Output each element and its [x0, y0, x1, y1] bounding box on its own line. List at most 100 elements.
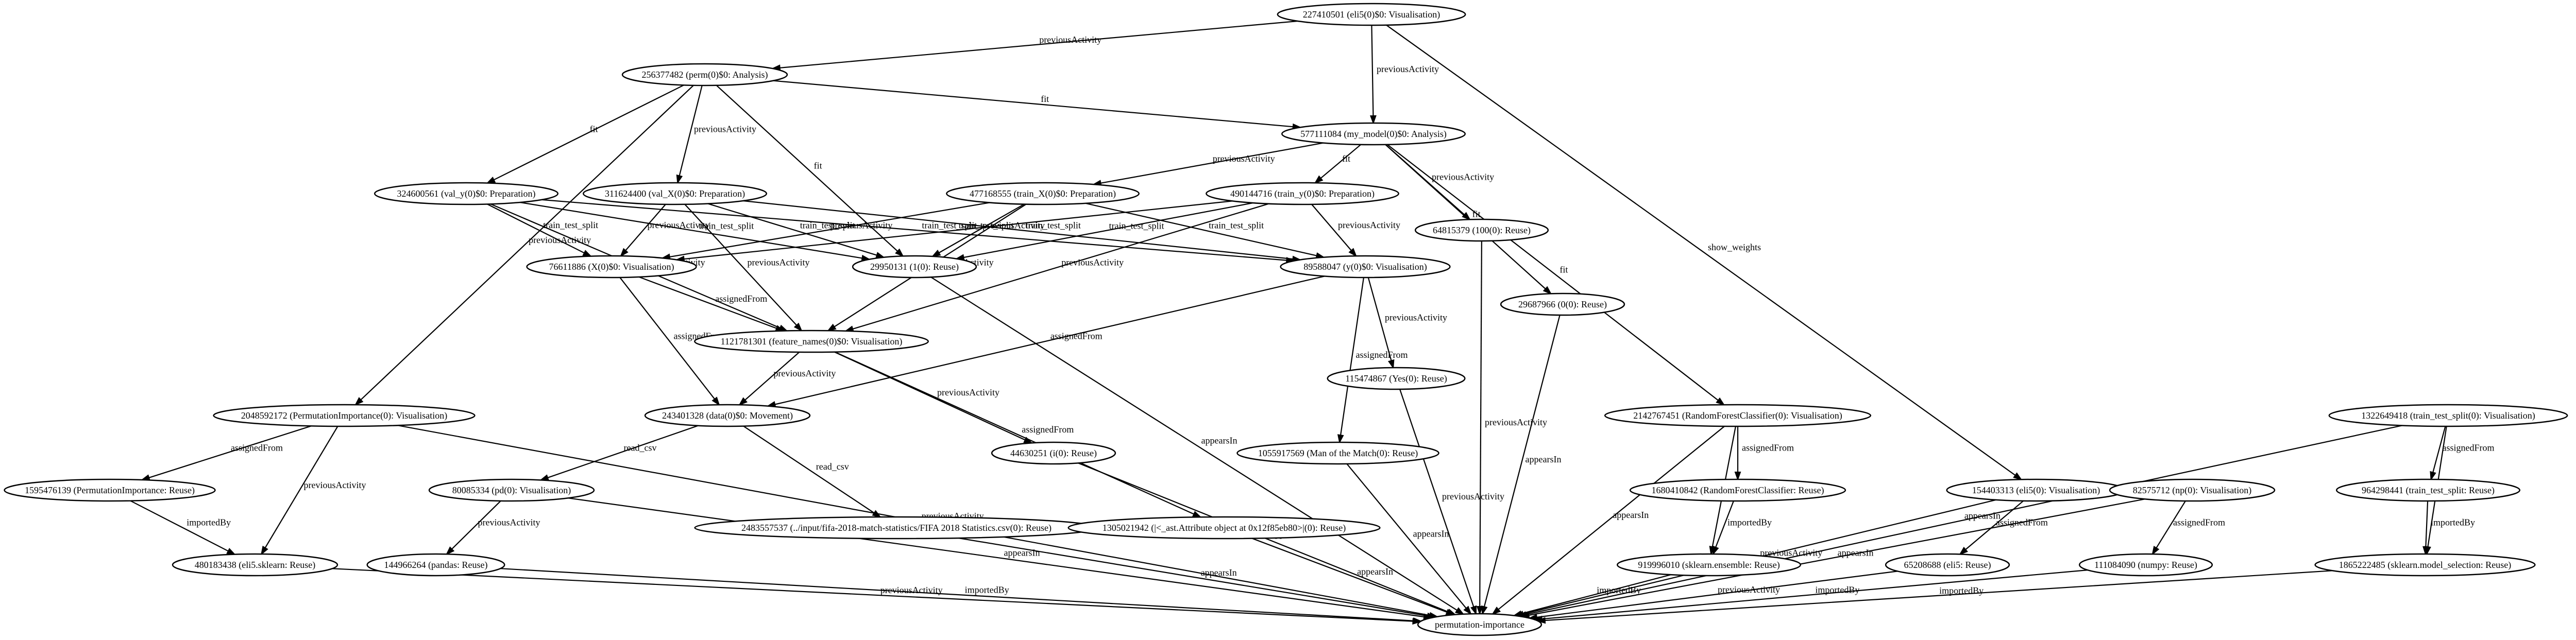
edge-label: appearsIn	[1201, 567, 1237, 578]
node-ellipse	[2109, 478, 2276, 502]
edge-label: train_test_split	[699, 220, 754, 231]
edge-label: read_csv	[624, 443, 657, 453]
node-label: 44630251 (i(0): Reuse)	[1010, 448, 1097, 459]
edge-label: previousActivity	[937, 387, 999, 397]
edge-line	[1100, 142, 1324, 184]
graph-edge: assignedFrom	[140, 425, 312, 481]
node-ellipse	[2336, 478, 2520, 502]
edge-line	[1525, 425, 2402, 615]
edge-line	[1367, 277, 1392, 361]
edge-line	[487, 203, 585, 254]
node-label: 115474867 (Yes(0): Reuse)	[1345, 373, 1447, 384]
arrowhead	[738, 397, 748, 406]
graph-edge: appearsIn	[1491, 426, 1725, 615]
graph-edge: importedBy	[1533, 569, 2088, 622]
edge-line	[1340, 277, 1364, 436]
arrowhead	[1369, 115, 1377, 125]
edge-line	[779, 20, 1298, 68]
node-ellipse	[428, 478, 595, 502]
edge-label: fit	[1041, 94, 1049, 104]
edge-line	[958, 537, 1428, 617]
edge-line	[1385, 144, 1546, 289]
graph-edge: previousActivity	[354, 85, 694, 406]
edge-label: fit	[1342, 153, 1350, 164]
edge-line	[1521, 574, 1671, 615]
node-label: 89588047 (y(0)$0: Visualisation)	[1303, 262, 1427, 272]
graph-edge: fit	[486, 84, 684, 184]
graph-edge: importedBy	[1713, 500, 1772, 556]
edge-line	[707, 203, 877, 256]
graph-edge: assignedFrom	[2151, 500, 2225, 556]
edge-line	[494, 84, 684, 181]
edge-label: train_test_split	[959, 220, 1014, 231]
arrowhead	[260, 545, 268, 556]
node-ellipse	[1327, 367, 1466, 390]
graph-edge: assignedFrom	[1959, 500, 2048, 556]
graph-edge: previousActivity	[660, 202, 990, 261]
node-ellipse	[1500, 292, 1625, 316]
arrowhead	[354, 397, 364, 406]
edge-line	[1387, 144, 1719, 401]
graph-node: 964298441 (train_test_split: Reuse)	[2336, 478, 2520, 502]
graph-node: permutation-importance	[1417, 613, 1543, 636]
graph-edge: show_weights	[1386, 24, 2023, 481]
node-ellipse	[172, 553, 338, 577]
graph-edge: assignedFrom	[638, 276, 785, 332]
arrowhead	[1713, 545, 1719, 556]
edge-label: previousActivity	[1061, 257, 1124, 267]
edge-line	[360, 85, 694, 401]
graph-node: 1305021942 (|<_ast.Attribute object at 0…	[1067, 516, 1381, 540]
node-label: 243401328 (data(0)$0: Movement)	[662, 410, 793, 421]
edge-line	[938, 203, 1025, 253]
arrowhead	[445, 546, 455, 556]
node-ellipse	[644, 404, 811, 427]
edge-label: importedBy	[2431, 517, 2475, 528]
node-label: 1055917569 (Man of the Match(0): Reuse)	[1258, 448, 1418, 459]
arrowhead	[1481, 605, 1488, 615]
graph-node: 89588047 (y(0)$0: Visualisation)	[1280, 255, 1451, 279]
graph-edge: previousActivity	[445, 500, 540, 556]
edge-label: appearsIn	[1004, 548, 1040, 558]
node-ellipse	[1067, 516, 1381, 540]
graph-edge: previousActivity	[1399, 389, 1504, 615]
node-layer: 227410501 (eli5(0)$0: Visualisation)2563…	[4, 3, 2568, 636]
arrowhead	[1959, 546, 1968, 556]
graph-edge: assignedFrom	[766, 275, 1325, 408]
arrowhead	[2422, 546, 2429, 556]
arrowhead	[582, 250, 592, 257]
edge-label: appearsIn	[1413, 529, 1449, 539]
edge-label: appearsIn	[1613, 510, 1649, 520]
graph-node: 44630251 (i(0): Reuse)	[991, 441, 1116, 465]
arrowhead	[1314, 175, 1324, 184]
graph-edge: previousActivity	[738, 352, 836, 406]
graph-edge: train_test_split	[541, 199, 1296, 264]
graph-node: 82575712 (np(0): Visualisation)	[2109, 478, 2276, 502]
edge-label: importedBy	[1939, 585, 1984, 596]
edge-label: previousActivity	[1338, 220, 1400, 230]
edge-label: read_csv	[816, 461, 849, 472]
graph-edge: previousActivity	[1311, 204, 1400, 257]
arrowhead	[1348, 248, 1358, 257]
node-ellipse	[1277, 3, 1466, 26]
graph-node: 577111084 (my_model(0)$0: Analysis)	[1281, 122, 1466, 146]
edge-label: previousActivity	[1760, 547, 1822, 558]
node-label: 490144716 (train_y(0)$0: Preparation)	[1230, 188, 1375, 199]
node-label: 1322649418 (train_test_split(0): Visuali…	[2361, 410, 2535, 421]
edge-line	[130, 500, 229, 552]
edge-label: show_weights	[1708, 242, 1761, 252]
edge-line	[2432, 426, 2446, 473]
graph-edge: appearsIn	[1520, 498, 2145, 619]
edge-line	[1541, 569, 2088, 620]
edge-label: assignedFrom	[1356, 350, 1408, 360]
arrowhead	[1337, 434, 1344, 444]
edge-line	[743, 200, 1293, 260]
arrowhead	[2013, 472, 2023, 481]
edge-line	[1371, 25, 1374, 116]
edge-line	[264, 426, 338, 548]
graph-edge: importedBy	[500, 568, 1422, 625]
edge-line	[638, 276, 777, 329]
node-label: 76611886 (X(0)$0: Visualisation)	[549, 262, 674, 272]
graph-node: 1322649418 (train_test_split(0): Visuali…	[2328, 404, 2568, 427]
arrowhead	[1536, 617, 1546, 624]
edge-label: assignedFrom	[2443, 443, 2495, 453]
